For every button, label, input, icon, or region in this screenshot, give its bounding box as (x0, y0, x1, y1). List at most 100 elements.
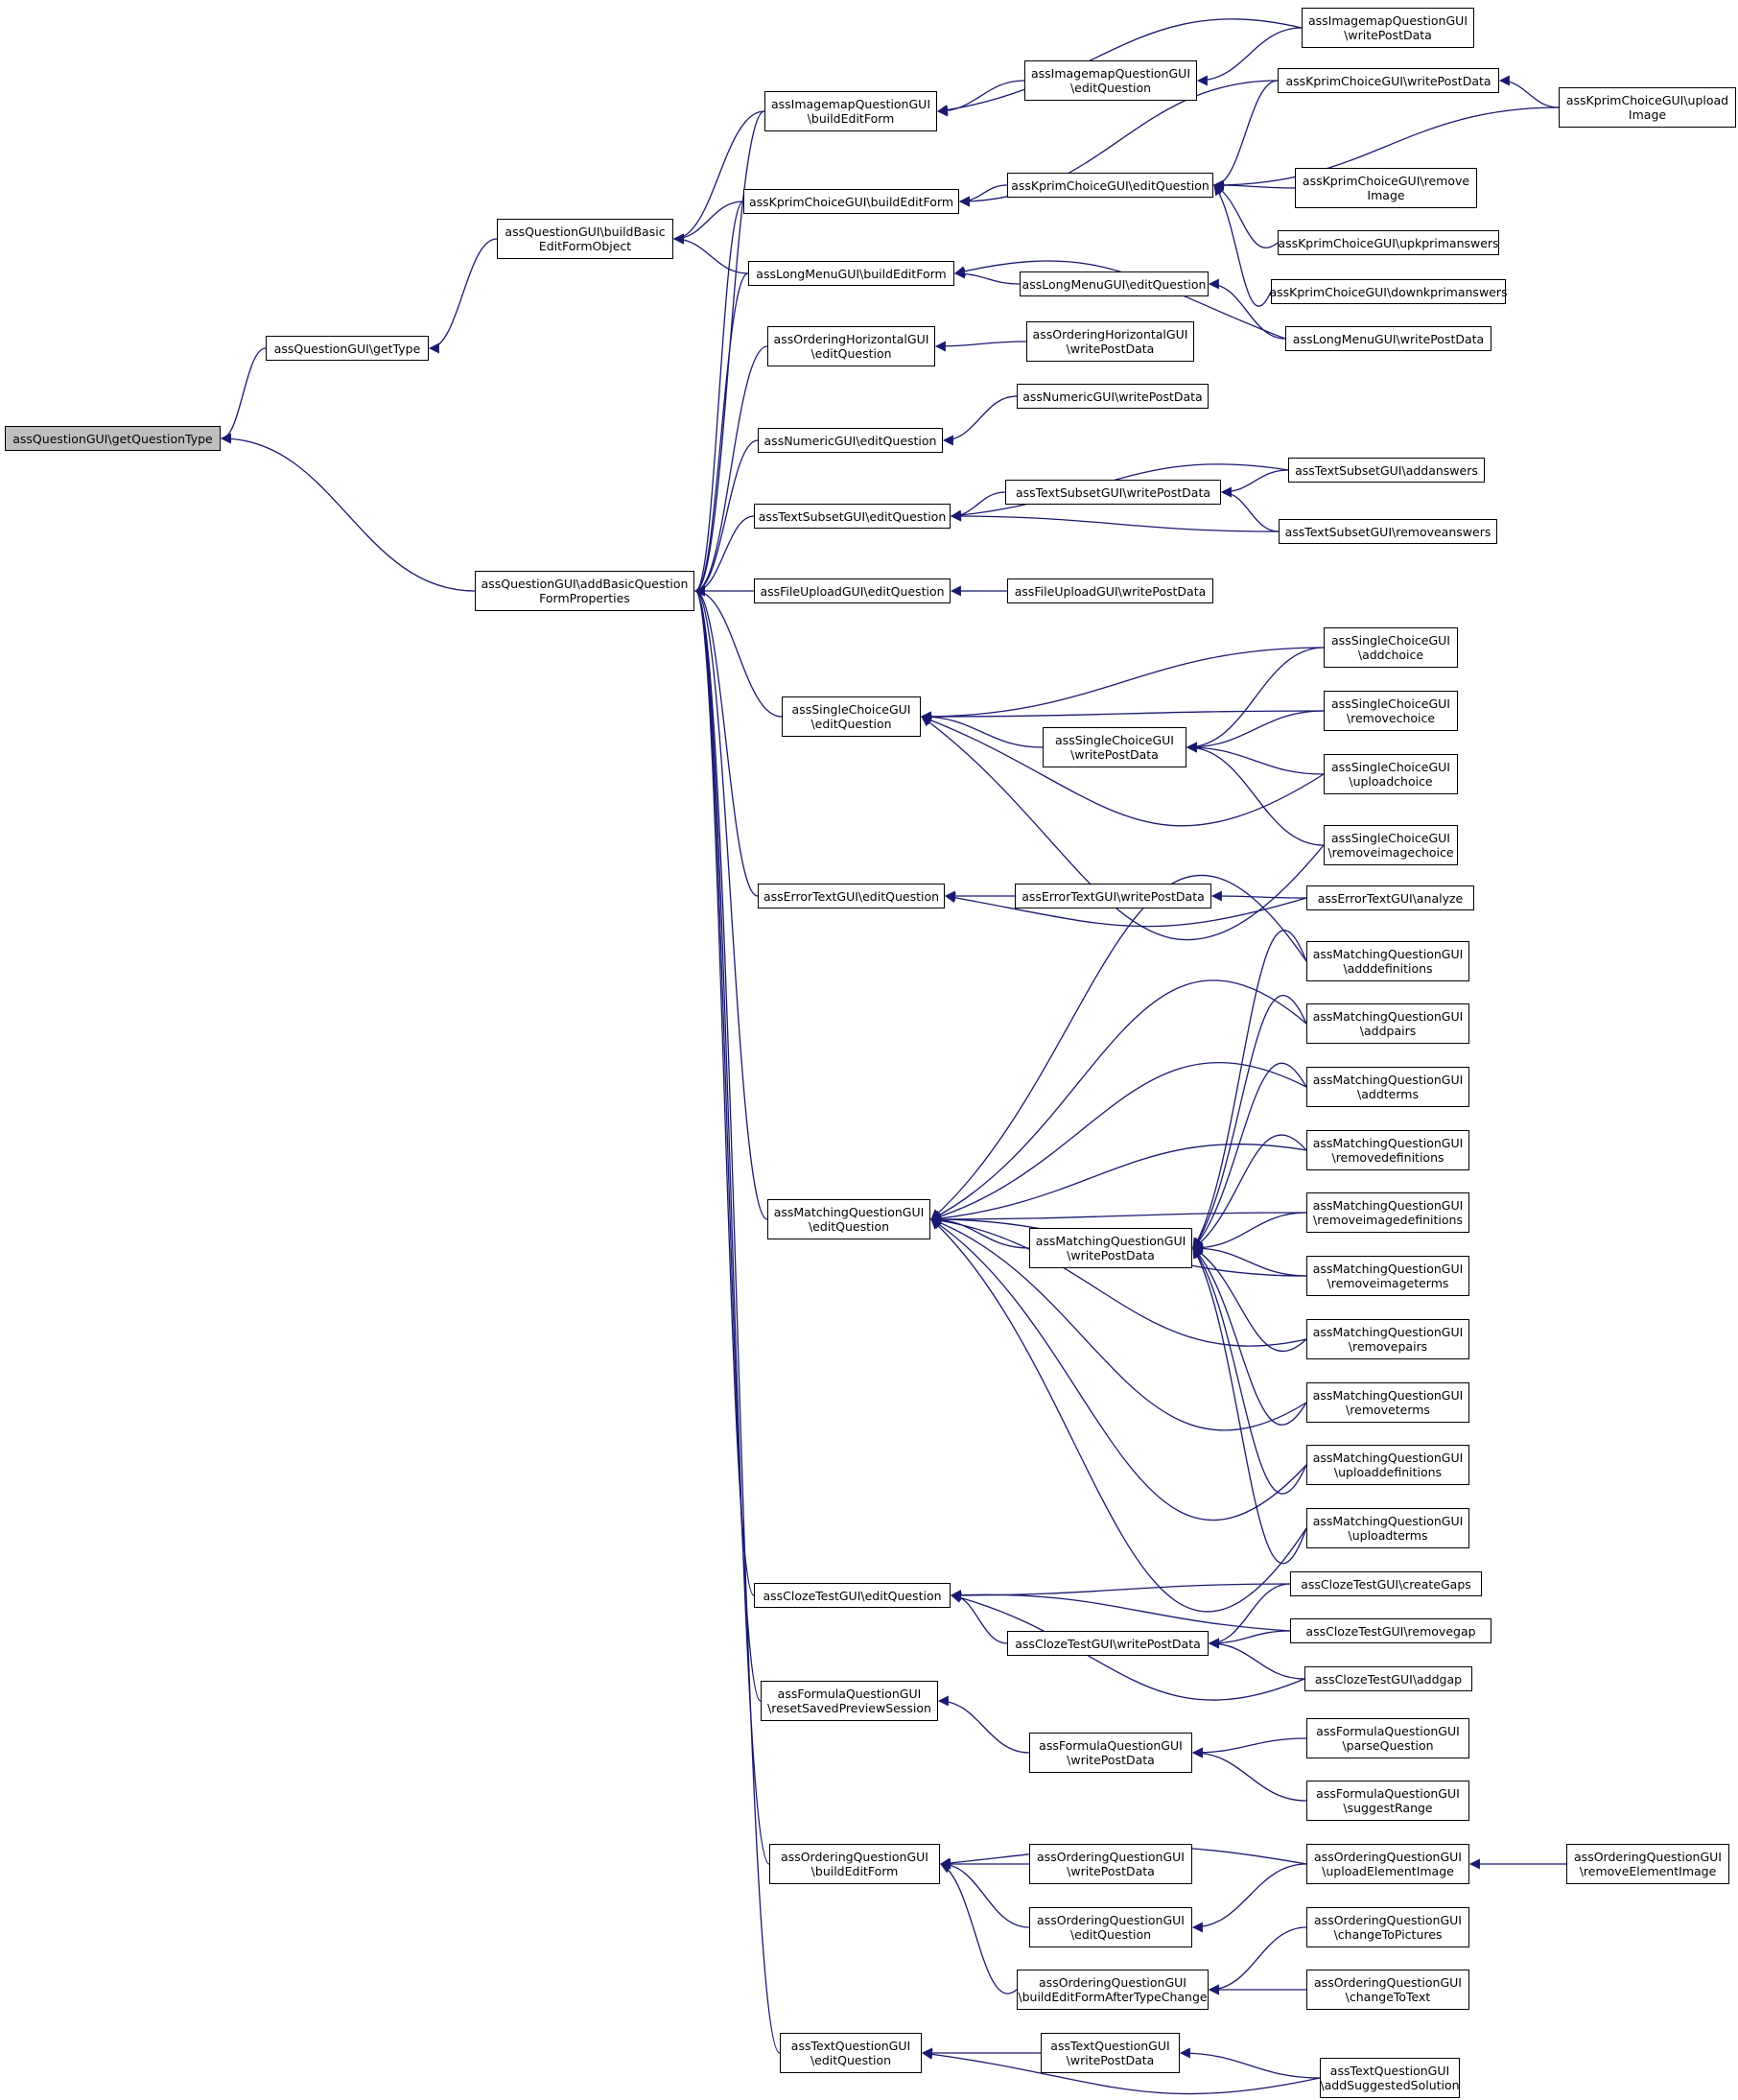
node-label-line: \editQuestion (1069, 81, 1152, 95)
graph-node[interactable]: assMatchingQuestionGUI\removeterms (1306, 1382, 1469, 1423)
graph-node[interactable]: assMatchingQuestionGUI\adddefinitions (1306, 941, 1469, 981)
node-label-line: assMatchingQuestionGUI (1312, 947, 1464, 961)
graph-node[interactable]: assSingleChoiceGUI\writePostData (1043, 727, 1186, 767)
graph-node[interactable]: assErrorTextGUI\editQuestion (758, 884, 945, 908)
graph-node[interactable]: assImagemapQuestionGUI\writePostData (1302, 8, 1474, 48)
graph-node[interactable]: assLongMenuGUI\buildEditForm (748, 261, 954, 286)
graph-node[interactable]: assSingleChoiceGUI\addchoice (1324, 627, 1458, 668)
graph-node[interactable]: assClozeTestGUI\editQuestion (754, 1583, 951, 1608)
node-label-line: assImagemapQuestionGUI (770, 97, 931, 111)
graph-node[interactable]: assErrorTextGUI\writePostData (1015, 884, 1211, 908)
graph-node[interactable]: assFormulaQuestionGUI\parseQuestion (1306, 1718, 1469, 1758)
graph-node[interactable]: assErrorTextGUI\analyze (1306, 885, 1474, 910)
node-label-line: assOrderingQuestionGUI (781, 1850, 928, 1864)
graph-node[interactable]: assMatchingQuestionGUI\removeimagedefini… (1306, 1192, 1469, 1233)
graph-node[interactable]: assKprimChoiceGUI\downkprimanswers (1269, 279, 1508, 304)
node-label-line: assMatchingQuestionGUI (1312, 1451, 1464, 1465)
edge-sc_up-to-sc_wpd (1186, 742, 1325, 775)
graph-node[interactable]: assOrderingQuestionGUI\uploadElementImag… (1306, 1844, 1469, 1884)
root-node[interactable]: assQuestionGUI\getQuestionType (5, 426, 221, 451)
graph-node[interactable]: assMatchingQuestionGUI\uploadterms (1306, 1508, 1469, 1548)
graph-node[interactable]: assKprimChoiceGUI\writePostData (1278, 68, 1499, 93)
graph-node[interactable]: assTextSubsetGUI\removeanswers (1279, 519, 1497, 544)
edge-oh_eq-to-abqfp (693, 345, 768, 597)
graph-node[interactable]: assOrderingQuestionGUI\removeElementImag… (1566, 1844, 1729, 1884)
graph-node[interactable]: assQuestionGUI\getType (266, 336, 429, 361)
graph-node[interactable]: assClozeTestGUI\addgap (1304, 1666, 1472, 1691)
graph-node[interactable]: assOrderingQuestionGUI\editQuestion (1029, 1907, 1192, 1947)
graph-node[interactable]: assSingleChoiceGUI\removeimagechoice (1324, 825, 1458, 865)
graph-node[interactable]: assMatchingQuestionGUI\removedefinitions (1306, 1130, 1469, 1170)
node-label-line: assOrderingQuestionGUI (1037, 1913, 1185, 1927)
graph-node[interactable]: assClozeTestGUI\createGaps (1290, 1571, 1482, 1596)
graph-node[interactable]: assMatchingQuestionGUI\removeimageterms (1306, 1256, 1469, 1296)
graph-node[interactable]: assOrderingQuestionGUI\writePostData (1029, 1844, 1192, 1884)
graph-node[interactable]: assImagemapQuestionGUI\buildEditForm (764, 91, 937, 131)
node-label-line: assTextSubsetGUI\writePostData (1015, 484, 1211, 500)
node-label-line: \parseQuestion (1342, 1738, 1434, 1753)
graph-node[interactable]: assOrderingQuestionGUI\changeToText (1306, 1970, 1469, 2010)
graph-node[interactable]: assFormulaQuestionGUI\writePostData (1029, 1733, 1192, 1773)
graph-node[interactable]: assKprimChoiceGUI\buildEditForm (743, 189, 959, 214)
graph-node[interactable]: assFormulaQuestionGUI\suggestRange (1306, 1781, 1469, 1821)
graph-node[interactable]: assTextSubsetGUI\editQuestion (754, 504, 951, 529)
graph-node[interactable]: assKprimChoiceGUI\upkprimanswers (1278, 230, 1499, 255)
graph-node[interactable]: assClozeTestGUI\removegap (1290, 1618, 1491, 1643)
graph-node[interactable]: assMatchingQuestionGUI\editQuestion (767, 1199, 930, 1239)
node-label-line: assImagemapQuestionGUI (1307, 13, 1468, 28)
edge-fq_sr-to-fq_wpd (1191, 1747, 1307, 1802)
edge-kp_upk-to-kp_eq (1213, 184, 1279, 248)
graph-node[interactable]: assOrderingHorizontalGUI\writePostData (1026, 321, 1194, 362)
graph-node[interactable]: assTextSubsetGUI\addanswers (1288, 458, 1485, 483)
graph-node[interactable]: assOrderingQuestionGUI\buildEditForm (769, 1844, 940, 1884)
graph-node[interactable]: assImagemapQuestionGUI\editQuestion (1024, 60, 1197, 101)
graph-node[interactable]: assLongMenuGUI\editQuestion (1020, 271, 1209, 296)
edge-mq_rmpairs-to-mq_wpd (1192, 1247, 1307, 1353)
graph-node[interactable]: assKprimChoiceGUI\editQuestion (1007, 173, 1213, 198)
node-label-line: assKprimChoiceGUI\editQuestion (1011, 177, 1210, 193)
graph-node[interactable]: assOrderingQuestionGUI\buildEditFormAfte… (1017, 1970, 1209, 2010)
edge-mq_adddef-to-mq_eq (930, 874, 1307, 1220)
graph-node[interactable]: assNumericGUI\editQuestion (758, 428, 943, 453)
graph-node[interactable]: assMatchingQuestionGUI\writePostData (1029, 1228, 1192, 1268)
node-label-line: \removeterms (1346, 1403, 1430, 1417)
edge-ts_add-to-ts_eq (950, 463, 1289, 521)
graph-node[interactable]: assOrderingHorizontalGUI\editQuestion (767, 326, 935, 366)
node-label-line: assKprimChoiceGUI\upkprimanswers (1278, 235, 1499, 250)
graph-node[interactable]: assMatchingQuestionGUI\addterms (1306, 1067, 1469, 1107)
node-label-line: \buildEditForm (807, 111, 895, 126)
node-label-line: assLongMenuGUI\editQuestion (1022, 276, 1207, 292)
graph-node[interactable]: assSingleChoiceGUI\uploadchoice (1324, 754, 1458, 794)
graph-node[interactable]: assTextSubsetGUI\writePostData (1005, 480, 1221, 505)
edge-mq_rmimgterms-to-mq_wpd (1191, 1242, 1307, 1277)
node-label-line: assQuestionGUI\addBasicQuestion (481, 577, 689, 591)
graph-node[interactable]: assTextQuestionGUI\addSuggestedSolution (1320, 2058, 1460, 2098)
node-label-line: assMatchingQuestionGUI (1312, 1262, 1464, 1276)
node-label-line: assClozeTestGUI\addgap (1314, 1671, 1463, 1687)
graph-node[interactable]: assFormulaQuestionGUI\resetSavedPreviewS… (761, 1681, 938, 1721)
graph-node[interactable]: assNumericGUI\writePostData (1017, 384, 1209, 409)
node-label-line: assSingleChoiceGUI (1055, 733, 1174, 747)
edge-mq_rmterms-to-mq_eq (929, 1217, 1307, 1431)
graph-node[interactable]: assMatchingQuestionGUI\removepairs (1306, 1319, 1469, 1359)
node-label-line: \buildEditFormAfterTypeChange (1018, 1990, 1208, 2004)
graph-node[interactable]: assClozeTestGUI\writePostData (1007, 1631, 1209, 1656)
graph-node[interactable]: assFileUploadGUI\writePostData (1007, 578, 1213, 603)
graph-node[interactable]: assOrderingQuestionGUI\changeToPictures (1306, 1907, 1469, 1947)
node-label-line: \uploadElementImage (1322, 1864, 1454, 1878)
graph-node[interactable]: assSingleChoiceGUI\editQuestion (782, 696, 921, 737)
graph-node[interactable]: assTextQuestionGUI\editQuestion (780, 2033, 922, 2073)
graph-node[interactable]: assLongMenuGUI\writePostData (1285, 326, 1491, 351)
graph-node[interactable]: assMatchingQuestionGUI\addpairs (1306, 1003, 1469, 1044)
graph-node[interactable]: assFileUploadGUI\editQuestion (754, 578, 951, 603)
graph-node[interactable]: assMatchingQuestionGUI\uploaddefinitions (1306, 1445, 1469, 1485)
graph-node[interactable]: assTextQuestionGUI\writePostData (1041, 2033, 1180, 2073)
graph-node[interactable]: assSingleChoiceGUI\removechoice (1324, 691, 1458, 731)
node-label-line: assClozeTestGUI\writePostData (1015, 1636, 1201, 1651)
